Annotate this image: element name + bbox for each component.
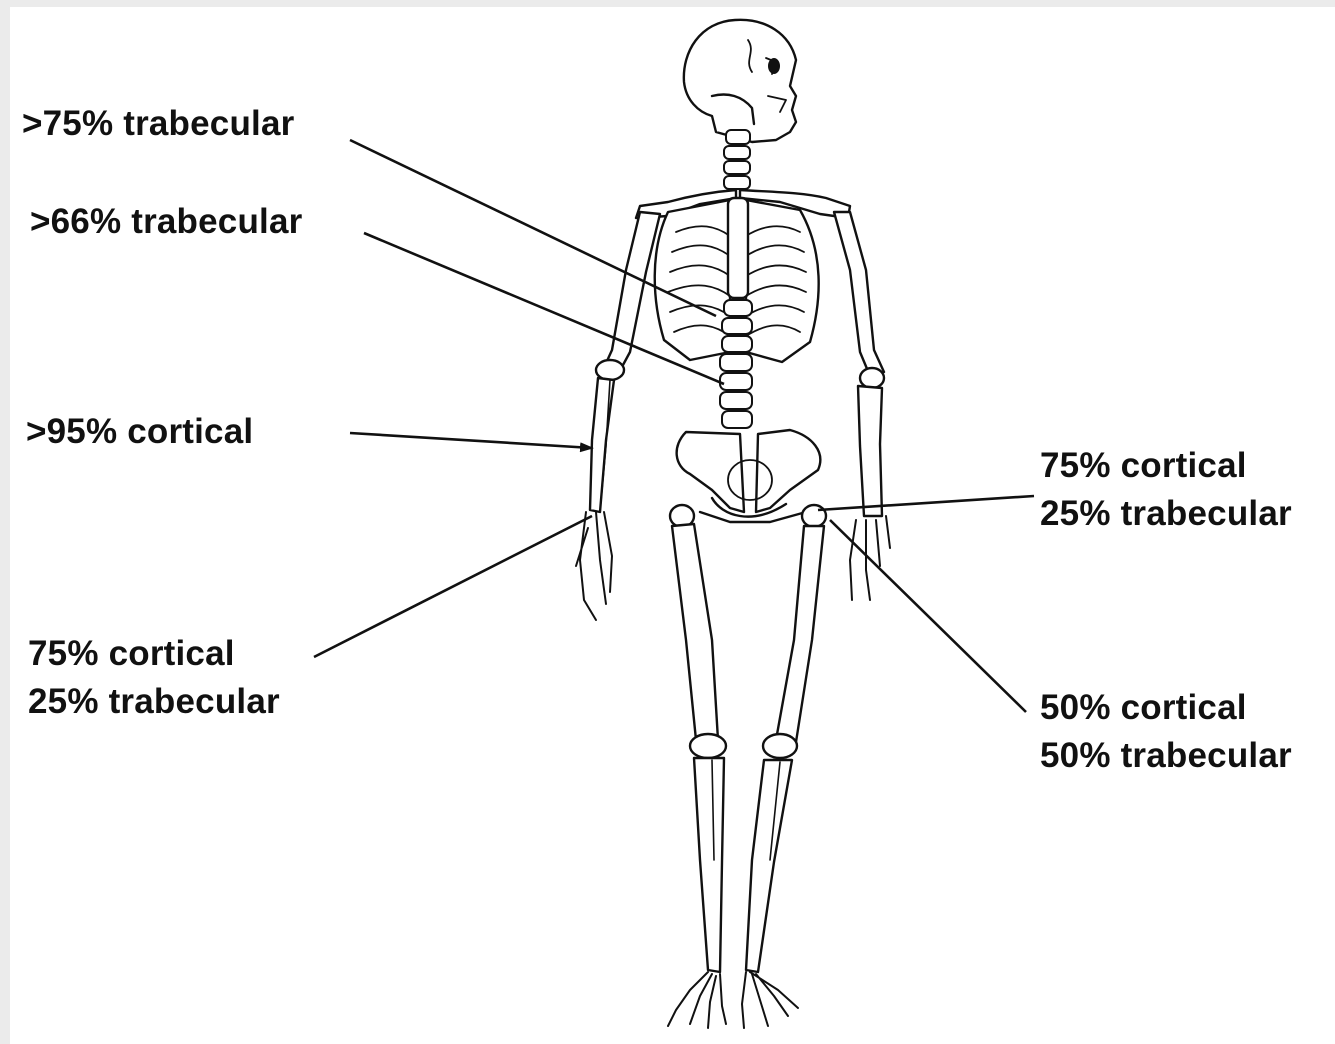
label-hip-line1: 75% cortical bbox=[1040, 442, 1247, 490]
label-spine-lower: >66% trabecular bbox=[30, 198, 302, 246]
lower-legs bbox=[694, 758, 792, 972]
skeleton bbox=[576, 20, 890, 1028]
label-wrist-line1: 75% cortical bbox=[28, 630, 235, 678]
pointer-hip bbox=[818, 496, 1034, 510]
right-arm bbox=[834, 212, 890, 600]
lumbar-spine bbox=[720, 300, 752, 428]
pelvis bbox=[677, 430, 821, 522]
pointer-wrist bbox=[314, 516, 592, 657]
label-hip-line2: 25% trabecular bbox=[1040, 490, 1292, 538]
label-femoral-line1: 50% cortical bbox=[1040, 684, 1247, 732]
label-femoral-line2: 50% trabecular bbox=[1040, 732, 1292, 780]
pointer-forearm bbox=[350, 433, 592, 448]
feet bbox=[668, 972, 798, 1028]
label-spine-upper: >75% trabecular bbox=[22, 100, 294, 148]
label-wrist-line2: 25% trabecular bbox=[28, 678, 280, 726]
femurs bbox=[670, 505, 826, 758]
left-arm bbox=[576, 212, 660, 620]
pointer-femoral bbox=[830, 520, 1026, 712]
cervical-spine bbox=[724, 130, 750, 189]
label-forearm-shaft: >95% cortical bbox=[26, 408, 253, 456]
skull-icon bbox=[684, 20, 796, 142]
